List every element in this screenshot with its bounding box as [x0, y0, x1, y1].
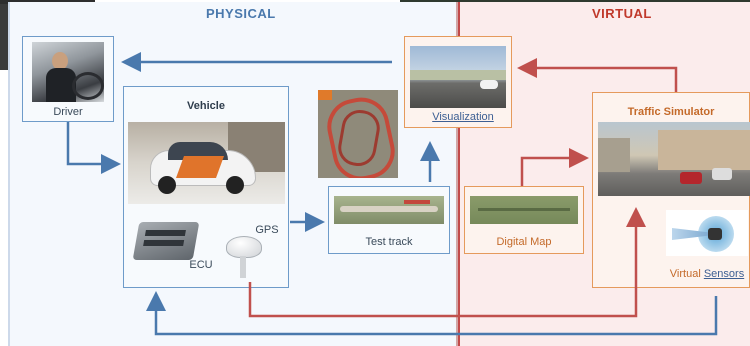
arrow-simulator-to-visualization	[517, 58, 678, 92]
driver-image	[32, 42, 104, 102]
arrow-gps-to-simulator	[248, 207, 646, 318]
gps-label: GPS	[255, 224, 279, 236]
visualization-label: Visualization	[432, 111, 494, 123]
virtual-sensors-image	[666, 210, 748, 256]
test-track-label: Test track	[365, 236, 413, 248]
digital-map-image	[470, 196, 578, 224]
arrow-map-to-simulator	[520, 148, 589, 186]
arrow-sensors-to-vehicle	[146, 291, 718, 336]
arrow-driver-to-vehicle	[66, 122, 121, 174]
traffic-simulator-label: Traffic Simulator	[627, 106, 715, 118]
vehicle-label: Vehicle	[187, 100, 225, 112]
top-strip-right	[400, 0, 750, 3]
virtual-sensors-label: Virtual Sensors	[664, 268, 750, 280]
traffic-simulator-image	[598, 122, 750, 196]
vehicle-image	[128, 122, 285, 204]
driver-label: Driver	[53, 106, 83, 118]
virtual-title: VIRTUAL	[592, 6, 652, 21]
test-track-image	[334, 196, 444, 224]
virtual-sensors-link: Sensors	[703, 268, 745, 280]
gps-cable	[240, 256, 246, 278]
virtual-sensors-prefix: Virtual	[669, 268, 704, 280]
visualization-image	[410, 46, 506, 108]
digital-map-label: Digital Map	[496, 236, 552, 248]
ecu-label: ECU	[189, 259, 213, 271]
physical-title: PHYSICAL	[206, 6, 276, 21]
track-aerial-image	[318, 90, 398, 178]
